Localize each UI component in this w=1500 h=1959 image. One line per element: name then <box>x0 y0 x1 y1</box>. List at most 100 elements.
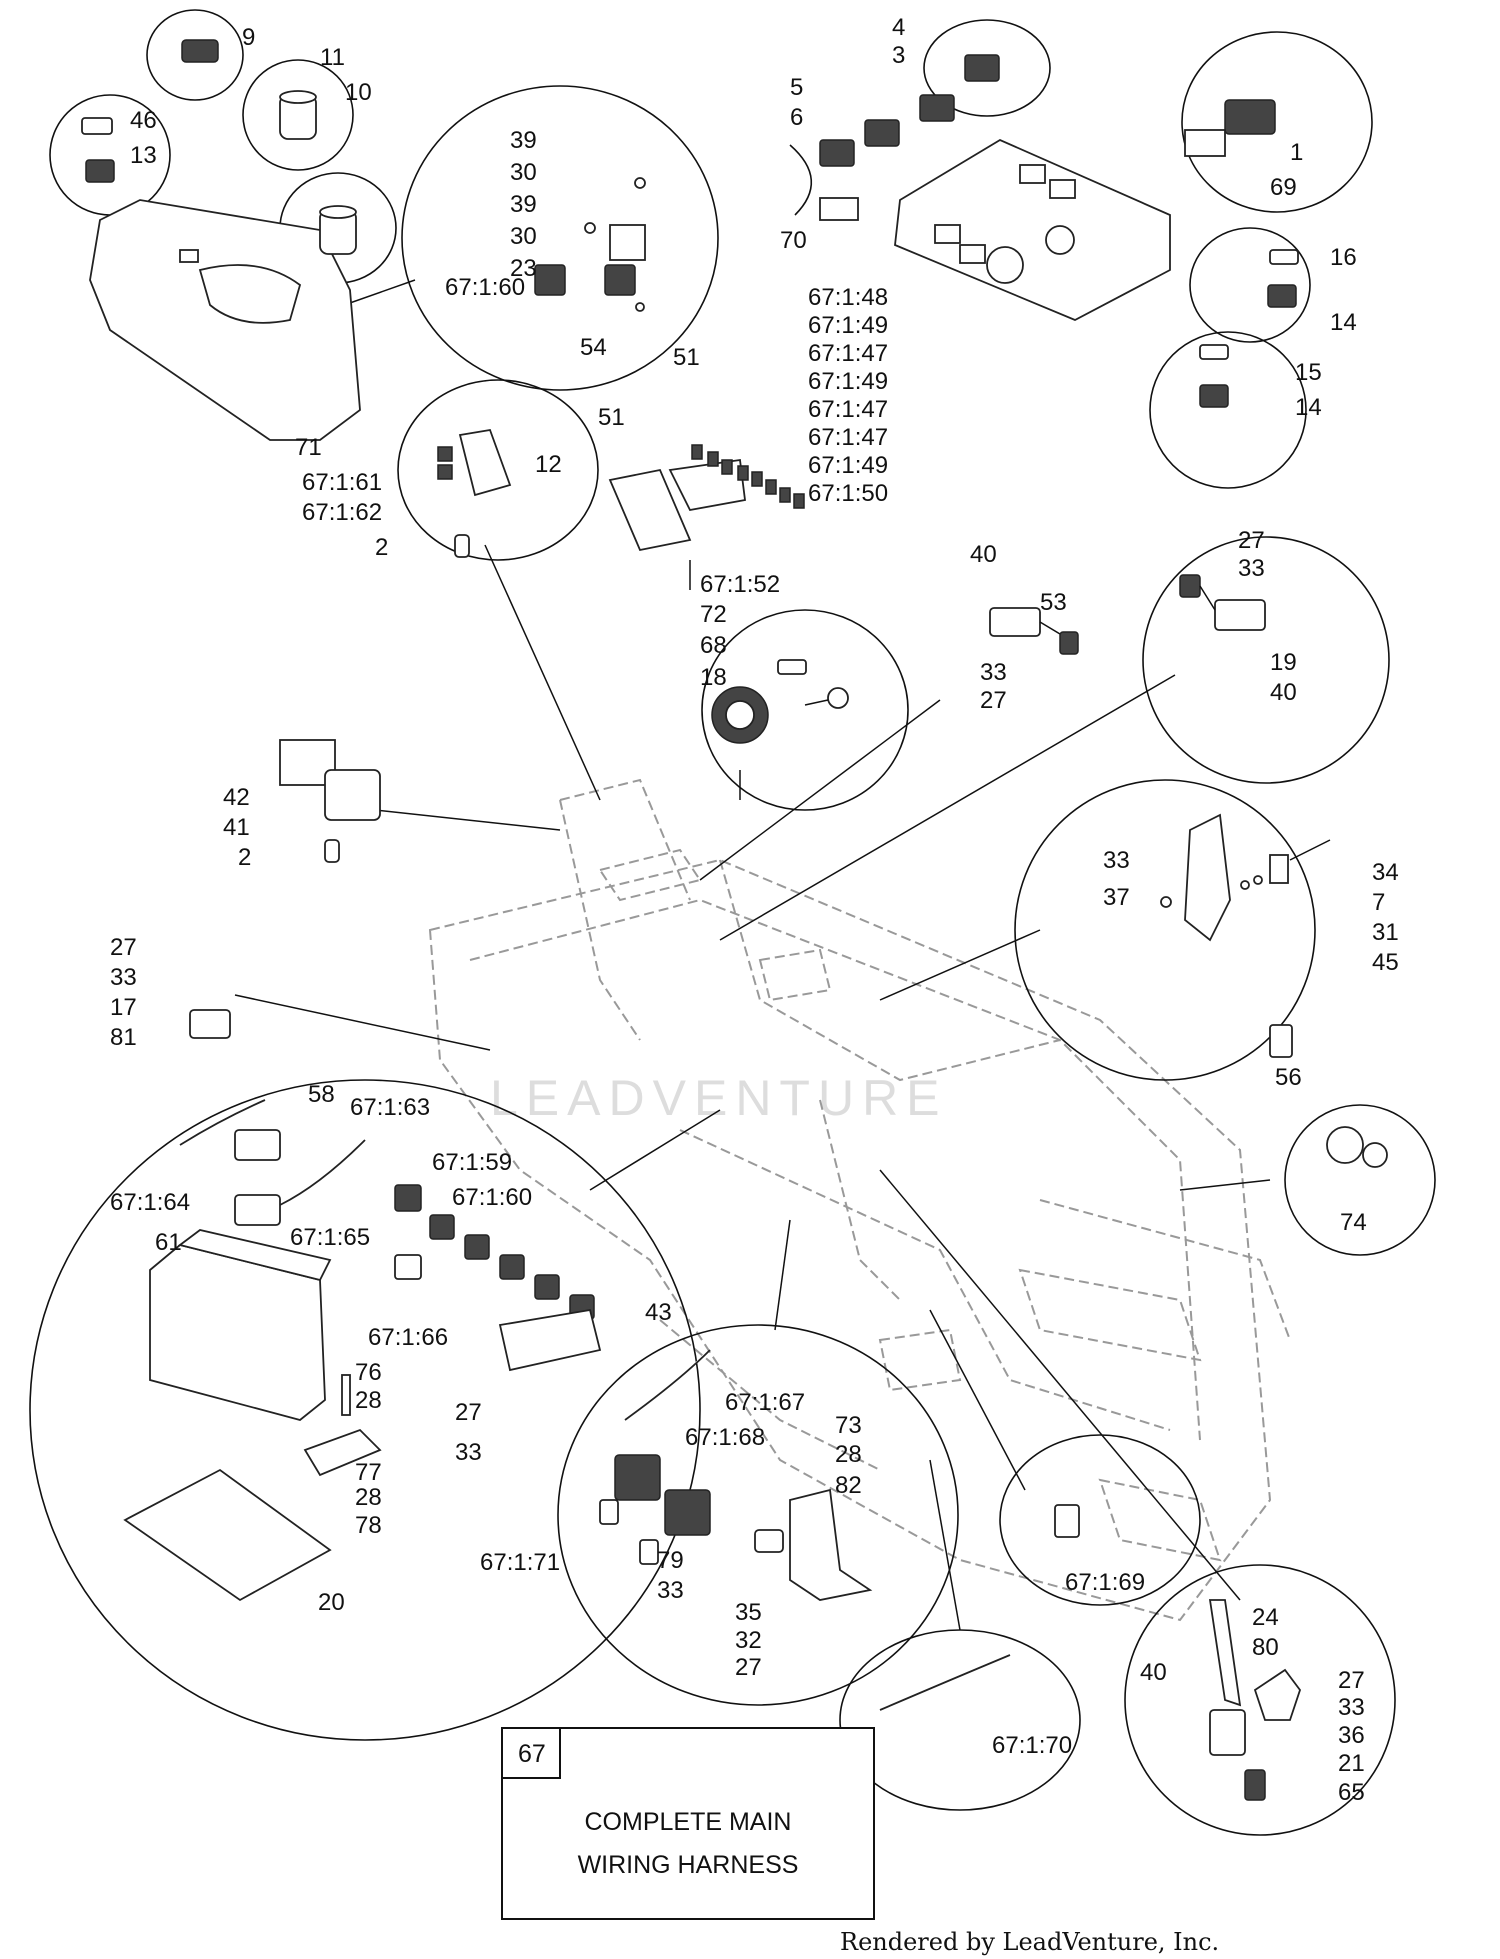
bezel-70 <box>819 197 859 221</box>
label-67-1-50: 67:1:50 <box>808 480 888 507</box>
label-6: 6 <box>790 104 803 131</box>
label-41: 41 <box>223 814 250 841</box>
label-10: 10 <box>345 79 372 106</box>
bracket-21 <box>1253 1668 1302 1721</box>
key-68 <box>777 659 807 675</box>
label-24: 24 <box>1252 1604 1279 1631</box>
label-67-1-63: 67:1:63 <box>350 1094 430 1121</box>
relay-block-67-1-66 <box>498 1308 602 1372</box>
label-19: 19 <box>1270 649 1297 676</box>
legend-box <box>501 1727 875 1920</box>
legend-number: 67 <box>518 1740 546 1768</box>
sensor-53 <box>989 607 1041 637</box>
label-42: 42 <box>223 784 250 811</box>
label-43: 43 <box>645 1299 672 1326</box>
leader-lines <box>234 279 1271 1631</box>
label-5: 5 <box>790 74 803 101</box>
spacer-2b <box>324 839 340 863</box>
label-45: 45 <box>1372 949 1399 976</box>
label-4: 4 <box>892 14 905 41</box>
watermark: LEADVENTURE <box>490 1070 948 1126</box>
label-58: 58 <box>308 1081 335 1108</box>
label-67-1-49a: 67:1:49 <box>808 312 888 339</box>
label-27f: 27 <box>1338 1667 1365 1694</box>
label-72: 72 <box>700 601 727 628</box>
label-67-1-64: 67:1:64 <box>110 1189 190 1216</box>
bushing-74 <box>1326 1126 1364 1164</box>
parts <box>81 39 1388 1801</box>
spacer-2a <box>454 534 470 558</box>
rocker-cap-16 <box>1269 249 1299 265</box>
label-61: 61 <box>155 1229 182 1256</box>
label-9: 9 <box>242 24 255 51</box>
label-65: 65 <box>1338 1779 1365 1806</box>
label-28b: 28 <box>355 1484 382 1511</box>
label-67-1-62: 67:1:62 <box>302 499 382 526</box>
label-51b: 51 <box>598 404 625 431</box>
label-1: 1 <box>1290 139 1303 166</box>
legend-line-1: COMPLETE MAIN <box>585 1808 792 1836</box>
legend-line-2: WIRING HARNESS <box>578 1851 799 1879</box>
label-20: 20 <box>318 1589 345 1616</box>
bracket-77 <box>303 1428 382 1477</box>
module-12 <box>458 428 512 497</box>
label-23: 23 <box>510 255 537 282</box>
switch-9 <box>181 39 219 63</box>
diode-56 <box>1269 1024 1293 1058</box>
label-67-1-47c: 67:1:47 <box>808 424 888 451</box>
label-67-1-60a: 67:1:60 <box>445 274 525 301</box>
label-2b: 2 <box>238 844 251 871</box>
pad-20 <box>123 1468 332 1602</box>
label-67-1-70: 67:1:70 <box>992 1732 1072 1759</box>
label-67-1-47b: 67:1:47 <box>808 396 888 423</box>
label-30b: 30 <box>510 223 537 250</box>
label-67-1-67: 67:1:67 <box>725 1389 805 1416</box>
dash-console <box>89 199 361 441</box>
key-ring-72 <box>827 687 849 709</box>
label-27a: 27 <box>980 687 1007 714</box>
label-31: 31 <box>1372 919 1399 946</box>
label-67-1-71: 67:1:71 <box>480 1549 560 1576</box>
label-27c: 27 <box>110 934 137 961</box>
label-16: 16 <box>1330 244 1357 271</box>
label-76: 76 <box>355 1359 382 1386</box>
label-53: 53 <box>1040 589 1067 616</box>
label-21: 21 <box>1338 1750 1365 1777</box>
label-15: 15 <box>1295 359 1322 386</box>
label-80: 80 <box>1252 1634 1279 1661</box>
label-18: 18 <box>700 664 727 691</box>
connector-b <box>664 1489 711 1536</box>
label-17: 17 <box>110 994 137 1021</box>
label-40a: 40 <box>970 541 997 568</box>
label-30a: 30 <box>510 159 537 186</box>
label-40b: 40 <box>1270 679 1297 706</box>
label-54: 54 <box>580 334 607 361</box>
label-67-1-52: 67:1:52 <box>700 571 780 598</box>
label-73: 73 <box>835 1412 862 1439</box>
label-67-1-60b: 67:1:60 <box>452 1184 532 1211</box>
label-67-1-47a: 67:1:47 <box>808 340 888 367</box>
label-67-1-48: 67:1:48 <box>808 284 888 311</box>
rocker-cap-46 <box>81 117 113 135</box>
pedal-switch-65 <box>1208 1599 1242 1707</box>
label-36: 36 <box>1338 1722 1365 1749</box>
rocker-14b <box>1199 384 1229 408</box>
bracket-45 <box>1184 813 1231 942</box>
switch-3 <box>919 94 955 122</box>
label-27e: 27 <box>735 1654 762 1681</box>
rocker-cap-15 <box>1199 344 1229 360</box>
label-39b: 39 <box>510 191 537 218</box>
legend: 67 COMPLETE MAIN WIRING HARNESS <box>501 1727 875 1920</box>
sensor-17 <box>189 1009 231 1039</box>
label-11: 11 <box>320 44 345 71</box>
label-13: 13 <box>130 142 157 169</box>
label-82: 82 <box>835 1472 862 1499</box>
label-39a: 39 <box>510 127 537 154</box>
switch-5 <box>864 119 900 147</box>
holder-67-1-65 <box>394 1254 422 1280</box>
switch-7 <box>1269 854 1289 884</box>
label-33c: 33 <box>1103 847 1130 874</box>
label-14b: 14 <box>1295 394 1322 421</box>
legend-number-box <box>501 1727 561 1779</box>
rocker-13 <box>85 159 115 183</box>
